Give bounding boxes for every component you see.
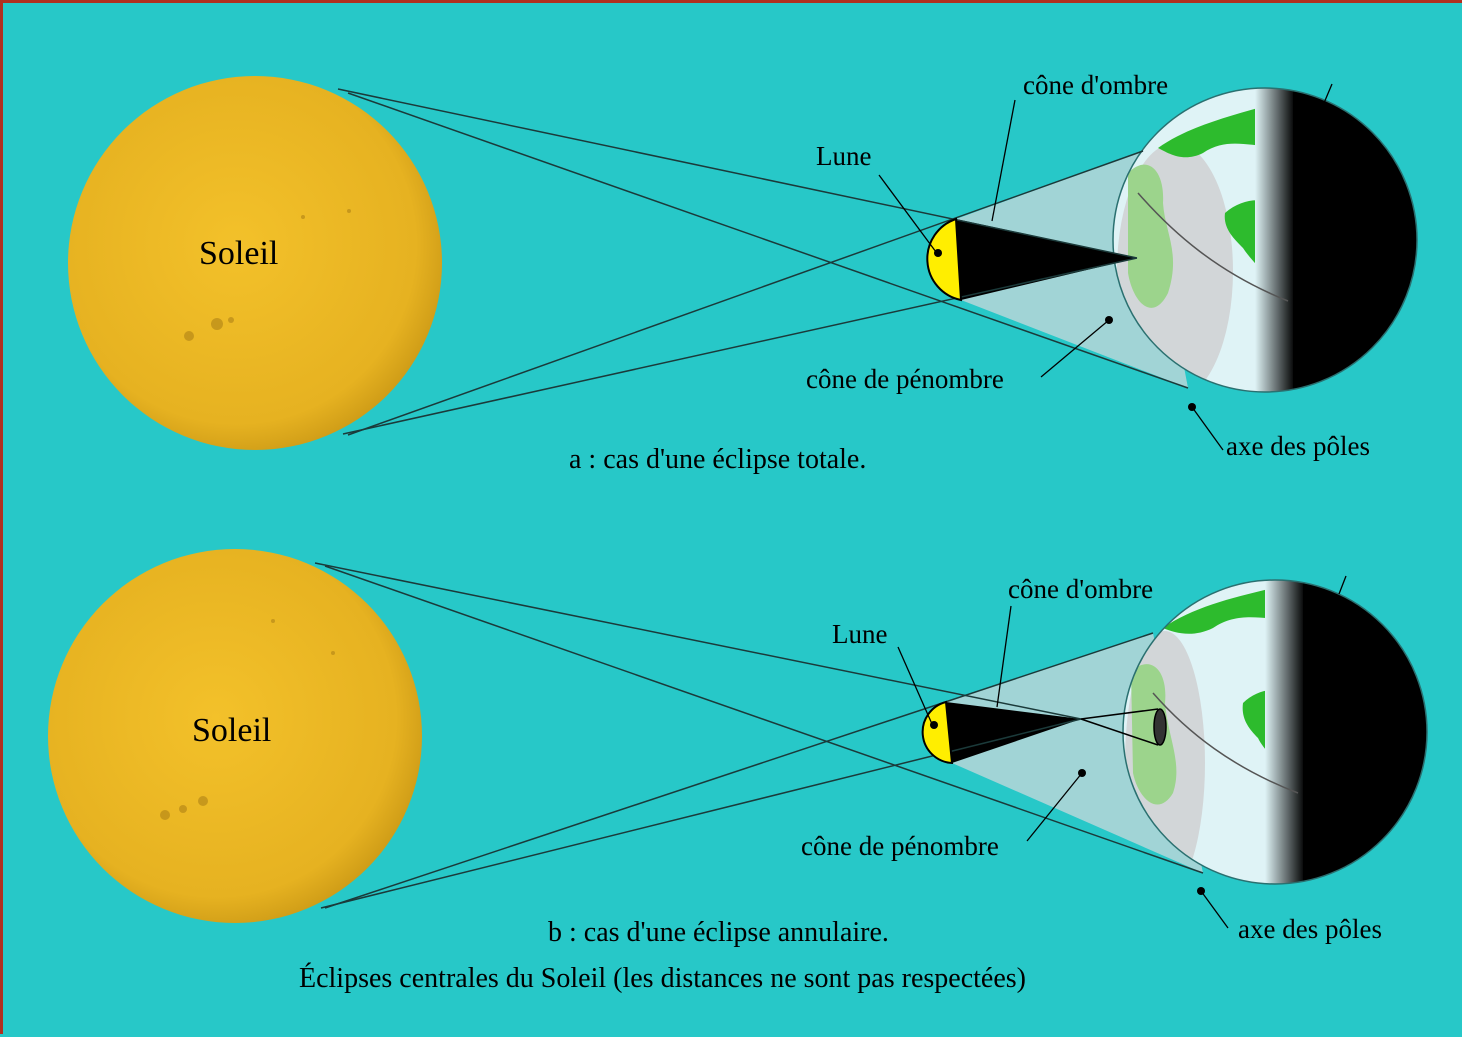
umbra-cone-b — [946, 702, 1081, 763]
antumbra-b — [1080, 708, 1167, 746]
axis-label-a: axe des pôles — [1226, 431, 1370, 461]
penumbra-point-a — [1105, 316, 1113, 324]
sun-label-b: Soleil — [192, 712, 271, 749]
earth-a — [1113, 88, 1417, 392]
leaders-a — [878, 83, 1333, 451]
penumbra-label-a: cône de pénombre — [806, 364, 1004, 394]
pole-point-a — [1188, 403, 1196, 411]
umbra-label-b: cône d'ombre — [1008, 574, 1153, 604]
caption-a: a : cas d'une éclipse totale. — [569, 444, 866, 475]
axis-label-b: axe des pôles — [1238, 914, 1382, 944]
penumbra-label-b: cône de pénombre — [801, 831, 999, 861]
rays-b — [314, 562, 1204, 909]
leaders-b — [897, 575, 1347, 929]
moon-label-b: Lune — [832, 619, 887, 649]
moon-label-a: Lune — [816, 141, 871, 171]
sunspots-b — [160, 619, 335, 820]
panel-a-total-eclipse: Soleil Lune cône d'ombre cône de pénombr… — [68, 70, 1418, 475]
eclipse-diagram: Soleil Lune cône d'ombre cône de pénombr… — [48, 70, 1428, 994]
panel-b-annular-eclipse: Soleil Lune cône d'ombre cône de pénombr… — [48, 549, 1428, 948]
sun-b — [48, 549, 422, 923]
umbra-cone-a — [956, 219, 1137, 300]
moon-b — [921, 700, 954, 765]
umbra-label-a: cône d'ombre — [1023, 70, 1168, 100]
pole-point-b — [1197, 887, 1205, 895]
penumbra-point-b — [1078, 769, 1086, 777]
rays-a — [337, 88, 1189, 436]
moon-a — [926, 217, 963, 302]
sun-a — [68, 76, 442, 450]
sunspots-a — [184, 209, 351, 341]
sun-label-a: Soleil — [199, 235, 278, 272]
figure-caption: Éclipses centrales du Soleil (les distan… — [299, 963, 1026, 994]
caption-b: b : cas d'une éclipse annulaire. — [548, 917, 889, 948]
